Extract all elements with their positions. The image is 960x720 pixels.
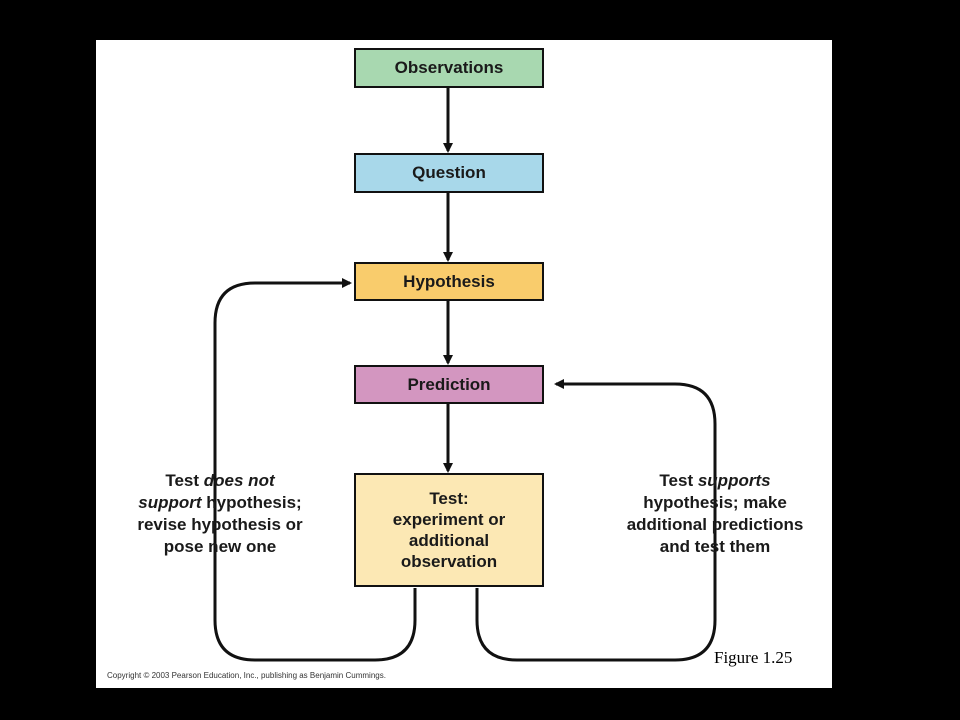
observations-box: Observations (354, 48, 544, 88)
right-line1-a: Test (659, 471, 698, 490)
right-line3: additional predictions (626, 515, 804, 534)
right-line2: hypothesis; make (643, 493, 787, 512)
loop-arrow-left (213, 278, 417, 662)
left-line2-a: support (138, 493, 202, 512)
hypothesis-box: Hypothesis (354, 262, 544, 301)
figure-label: Figure 1.25 (714, 648, 793, 667)
test-line-1: Test: (429, 489, 469, 508)
left-line4: pose new one (163, 537, 277, 556)
question-box: Question (354, 153, 544, 193)
test-box: Test: experiment or additional observati… (354, 473, 544, 587)
prediction-box: Prediction (354, 365, 544, 404)
loop-arrow-right (475, 379, 717, 662)
right-line1-b: supports (697, 471, 771, 490)
right-line4: and test them (659, 537, 771, 556)
test-line-3: additional (408, 531, 490, 550)
test-line-2: experiment or (392, 510, 506, 529)
copyright-notice: Copyright © 2003 Pearson Education, Inc.… (107, 671, 386, 680)
left-line2-b: hypothesis; (201, 493, 302, 512)
right-loop-label: Test supports hypothesis; make additiona… (600, 470, 830, 558)
left-line1-a: Test (165, 471, 204, 490)
left-line3: revise hypothesis or (137, 515, 303, 534)
test-line-4: observation (400, 552, 498, 571)
left-line1-b: does not (203, 471, 275, 490)
left-loop-label: Test does not support hypothesis; revise… (110, 470, 330, 558)
